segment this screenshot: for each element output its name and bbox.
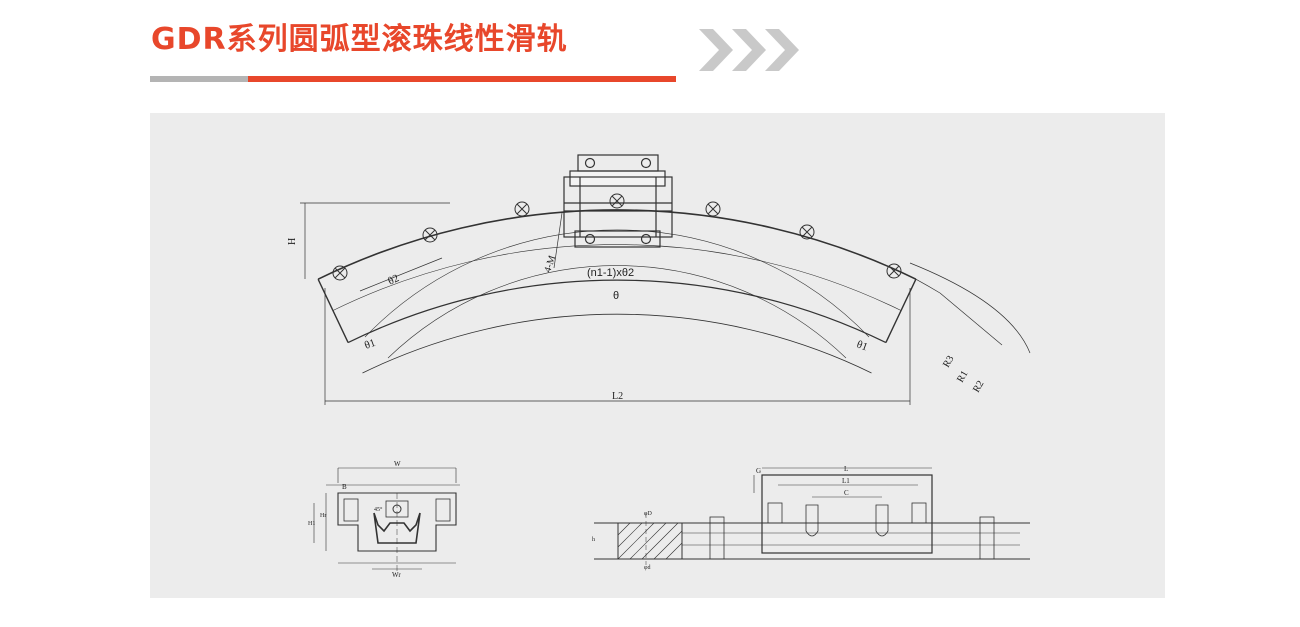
end-h1: H1	[308, 521, 315, 527]
side-l: L	[844, 465, 848, 473]
r2-arc	[909, 262, 1031, 354]
rail-inner-arc	[347, 279, 887, 344]
dim-r1: R1	[955, 369, 970, 385]
end-b: B	[342, 483, 347, 491]
side-c: C	[844, 489, 849, 497]
rail-inner-edge	[362, 313, 872, 374]
side-h: h	[592, 537, 595, 543]
rail-end-right	[885, 278, 917, 343]
side-d2: φd	[644, 565, 650, 571]
dim-h: H	[287, 238, 298, 245]
carriage-block	[563, 154, 673, 248]
dim-theta: θ	[613, 290, 619, 302]
rail-centre-line	[332, 244, 902, 311]
rail-section-hatched	[617, 522, 683, 560]
dim-mounting-holes: 4-M	[542, 254, 558, 274]
chevron-right-icon	[699, 29, 799, 71]
carriage-outline	[337, 492, 457, 552]
rail-outer-arc	[317, 209, 917, 280]
dim-r2: R2	[971, 379, 986, 395]
rail-profile	[373, 512, 421, 544]
dim-theta1-right: θ1	[855, 339, 869, 354]
dim-l2: L2	[612, 391, 623, 402]
technical-drawing: H θ2 4-M (n1-1)xθ2 θ θ1 θ1 R3 R1 R2 L2	[287, 154, 1031, 579]
r3-arc	[915, 278, 941, 294]
arc-dimensions	[300, 202, 911, 405]
end-hr: Hr	[320, 513, 326, 519]
dim-theta2: θ2	[386, 272, 401, 287]
rail-holes	[332, 193, 902, 281]
carriage-side	[761, 474, 933, 554]
rail-end-left	[317, 278, 349, 343]
side-view: G L L1 C φD h φd	[592, 465, 1030, 571]
chevron-1	[699, 29, 733, 71]
r1-arc	[939, 292, 1003, 346]
dim-theta1-left: θ1	[363, 337, 377, 352]
end-w: W	[394, 460, 401, 468]
technical-drawing-panel: H θ2 4-M (n1-1)xθ2 θ θ1 θ1 R3 R1 R2 L2	[150, 113, 1165, 598]
chevron-3	[765, 29, 799, 71]
end-angle: 45°	[374, 506, 383, 513]
end-wr: Wr	[392, 571, 401, 579]
page-title: GDR系列圆弧型滚珠线性滑轨	[151, 22, 568, 57]
end-view: W B H1 Hr 45° Wr	[308, 460, 460, 579]
chevron-2	[732, 29, 766, 71]
dim-r3: R3	[941, 354, 956, 370]
title-underline-gray	[150, 76, 248, 82]
side-d: φD	[644, 511, 652, 517]
dim-pitch: (n1-1)xθ2	[587, 267, 634, 279]
title-underline-accent	[248, 76, 676, 82]
side-l1: L1	[842, 477, 850, 485]
arc-rail-view: H θ2 4-M (n1-1)xθ2 θ θ1 θ1 R3 R1 R2 L2	[287, 154, 1031, 405]
side-g: G	[756, 467, 761, 475]
